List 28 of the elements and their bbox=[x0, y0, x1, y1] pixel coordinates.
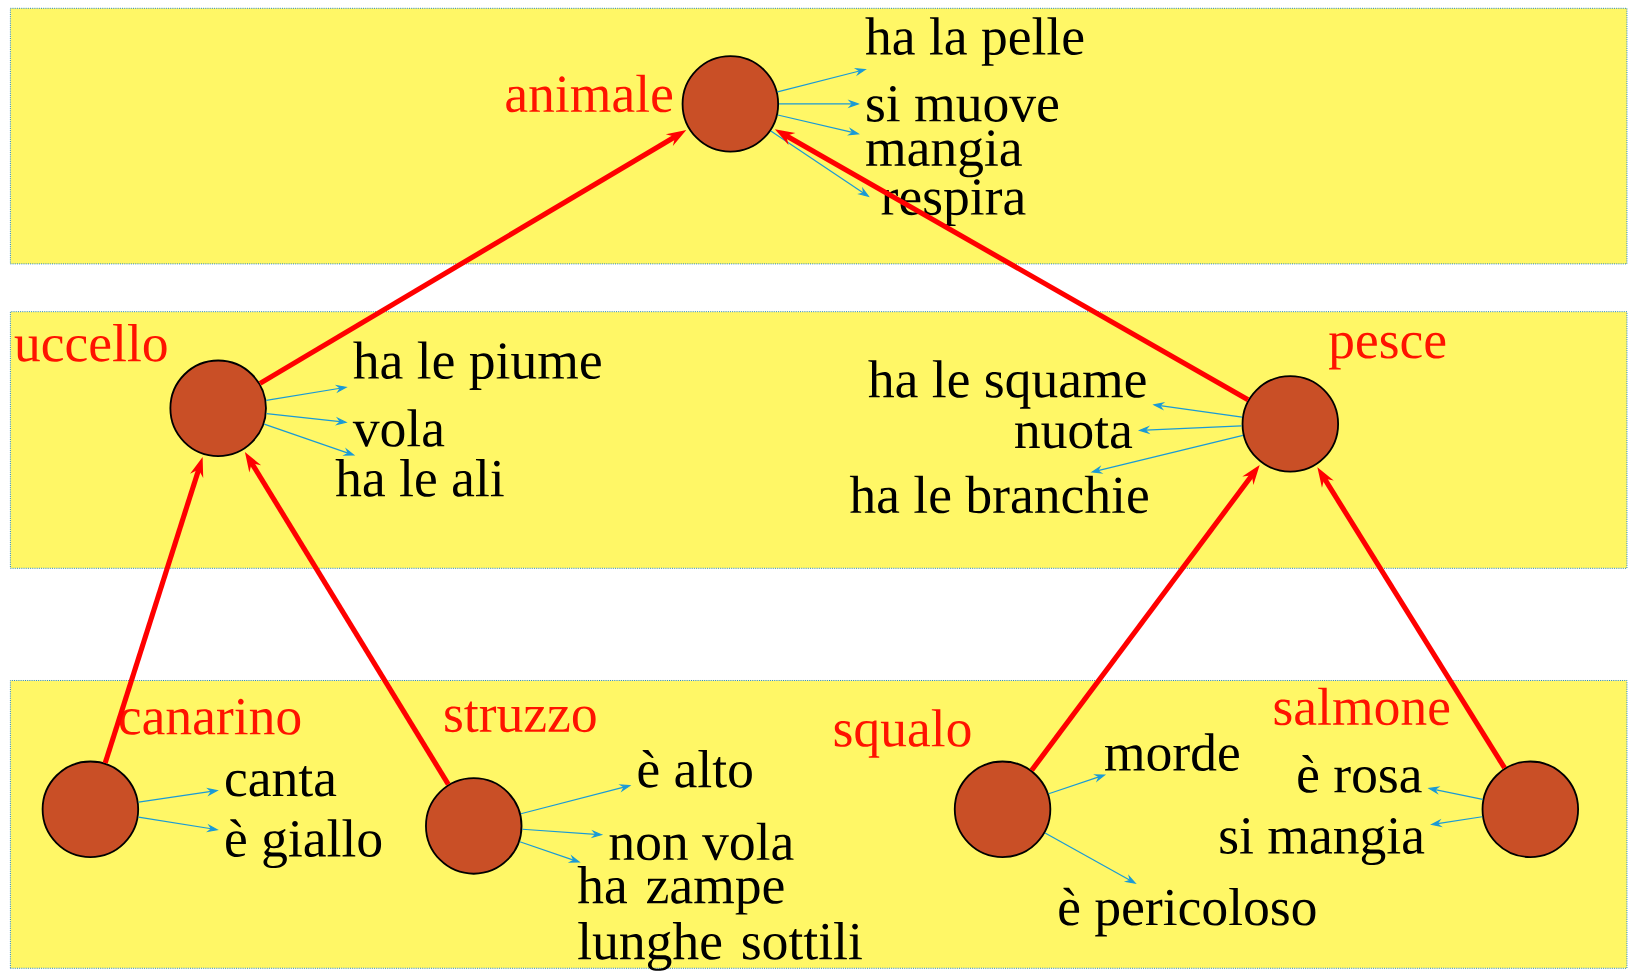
property-text: è rosa bbox=[1298, 754, 1422, 793]
property-text: morde bbox=[1105, 733, 1239, 771]
property-text: è giallo bbox=[226, 819, 382, 868]
property-text: è pericoloso bbox=[1059, 887, 1316, 937]
property-text: ha le ali bbox=[335, 458, 504, 497]
property-text: si mangia bbox=[1220, 817, 1425, 865]
property-text: ha la pelle bbox=[865, 17, 1084, 66]
band bbox=[9, 311, 1628, 569]
node-label: squalo bbox=[834, 709, 971, 758]
property-text: è alto bbox=[638, 749, 752, 788]
node-label: pesce bbox=[1329, 332, 1446, 370]
property-text: ha le squame bbox=[868, 359, 1146, 409]
property-text: non vola bbox=[609, 822, 794, 861]
property-text: vola bbox=[352, 409, 445, 447]
property-text: ha le piume bbox=[353, 341, 601, 390]
band bbox=[9, 679, 1628, 969]
node-label: struzzo bbox=[445, 701, 596, 732]
property-text: ha zampe lunghe sottili bbox=[577, 865, 862, 971]
node-label: uccello bbox=[14, 323, 167, 362]
node-label: animale bbox=[506, 74, 672, 113]
property-text: si muove bbox=[867, 85, 1058, 122]
property-text: mangia bbox=[866, 130, 1022, 178]
property-text: nuota bbox=[1015, 417, 1133, 449]
node-label: salmone bbox=[1274, 687, 1450, 726]
node-label: canarino bbox=[119, 698, 301, 735]
property-text: ha le branchie bbox=[849, 475, 1148, 514]
band bbox=[9, 7, 1628, 265]
property-text: canta bbox=[226, 765, 337, 797]
